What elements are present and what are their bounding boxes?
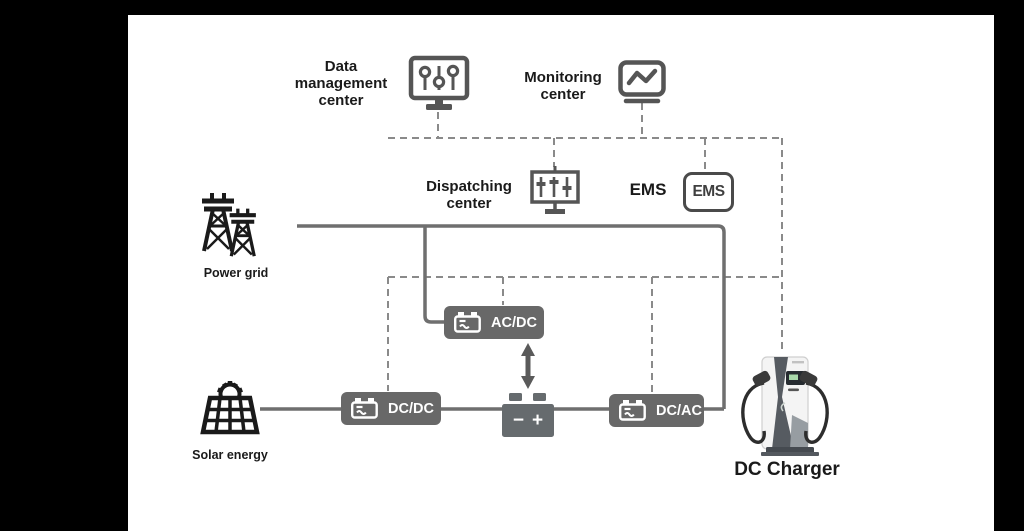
label-line: management [294,75,388,92]
converter-label: DC/AC [656,402,702,419]
converter-dc-ac: DC/AC [609,394,704,427]
connector-lines [260,103,783,411]
dashed-comm-lines [387,103,783,393]
battery-glyph-icon [619,400,646,421]
ems-badge: EMS [683,172,734,212]
converter-label: DC/DC [388,400,434,417]
battery-glyph-icon [454,312,481,333]
transmission-towers-icon [202,193,256,257]
diagram-surface: Data management center Monitoring center [128,15,994,531]
label-line: center [446,195,492,212]
solid-power-lines [260,224,726,411]
dc-charger-label: DC Charger [734,459,840,480]
data-management-center-label: Data management center [278,58,404,109]
battery-body: − + [502,404,554,437]
ems-label: EMS [629,180,667,199]
label-line: center [540,86,586,103]
battery-plus-sign: + [532,410,544,431]
ev-charger-image [741,356,829,456]
power-grid-label: Power grid [203,266,269,280]
tower-small [229,208,256,257]
monitoring-center-label: Monitoring center [510,69,616,103]
bidirectional-arrow-icon [521,343,535,389]
converter-ac-dc: AC/DC [444,306,544,339]
label-line: Monitoring [524,69,602,86]
ems-badge-text: EMS [692,183,725,200]
battery-icon: − + [502,393,554,437]
converter-label: AC/DC [491,314,537,331]
monitor-controls-icon [530,166,580,214]
battery-glyph-icon [351,398,378,419]
monitor-sliders-icon [408,55,470,110]
label-line: center [318,92,364,109]
dispatching-center-label: Dispatching center [411,178,527,212]
solar-energy-label: Solar energy [192,448,268,462]
solar-panel-icon [200,381,260,435]
battery-minus-sign: − [512,410,524,431]
battery-terminal [509,393,522,401]
tower-large [202,193,234,252]
converter-dc-dc: DC/DC [341,392,441,425]
battery-terminal [533,393,546,401]
label-line: Dispatching [426,178,512,195]
monitor-chart-icon [618,60,666,104]
label-line: Data [324,58,358,75]
